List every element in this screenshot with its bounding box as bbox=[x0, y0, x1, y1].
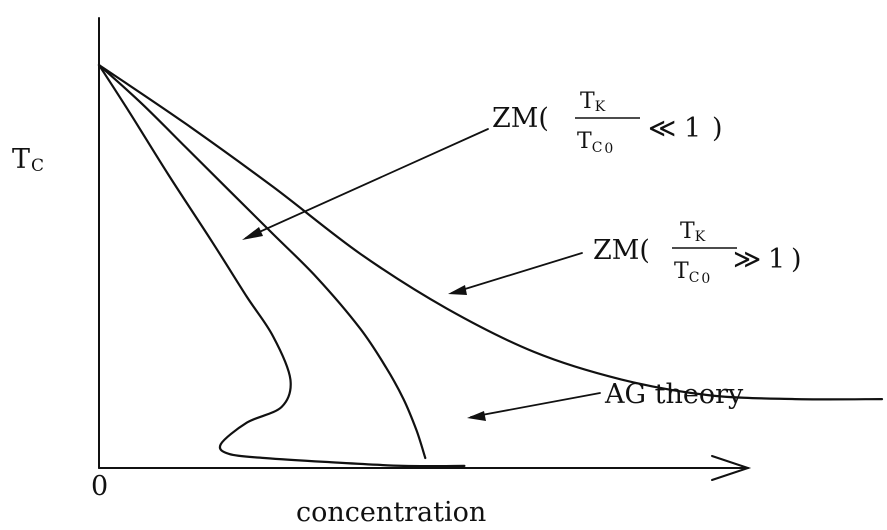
zm-small-relation: ≪ bbox=[648, 113, 676, 144]
pointer-zm-small-head bbox=[242, 227, 263, 240]
zm-large-rhs: 1 bbox=[768, 244, 785, 275]
zm-small-numerator: TK bbox=[580, 89, 606, 115]
zm-small-prefix: ZM( bbox=[492, 103, 549, 134]
zm-large-prefix: ZM( bbox=[593, 235, 650, 266]
x-axis-arrowhead bbox=[711, 455, 752, 481]
zm-large-close: ) bbox=[791, 244, 802, 275]
curve-ag-theory bbox=[97, 63, 427, 460]
pointer-ag bbox=[470, 392, 601, 418]
pointer-zm-large-head bbox=[448, 285, 467, 295]
zm-small-rhs: 1 bbox=[684, 113, 701, 144]
curve-zm-large bbox=[97, 63, 884, 401]
pointer-zm-large bbox=[451, 252, 583, 294]
pointer-ag-head bbox=[467, 411, 486, 421]
zm-large-relation: ≫ bbox=[733, 244, 761, 275]
x-origin-label: 0 bbox=[91, 471, 108, 502]
curves bbox=[97, 63, 884, 468]
series-label-ag: AG theory bbox=[604, 379, 744, 410]
pointer-zm-small bbox=[245, 128, 489, 239]
zm-large-numerator: TK bbox=[680, 219, 706, 245]
zm-small-close: ) bbox=[712, 113, 723, 144]
curve-zm-small bbox=[97, 63, 466, 468]
pointers bbox=[242, 128, 601, 421]
axes bbox=[98, 17, 752, 481]
y-axis-label: TC bbox=[12, 144, 44, 176]
x-axis-label: concentration bbox=[296, 497, 486, 528]
